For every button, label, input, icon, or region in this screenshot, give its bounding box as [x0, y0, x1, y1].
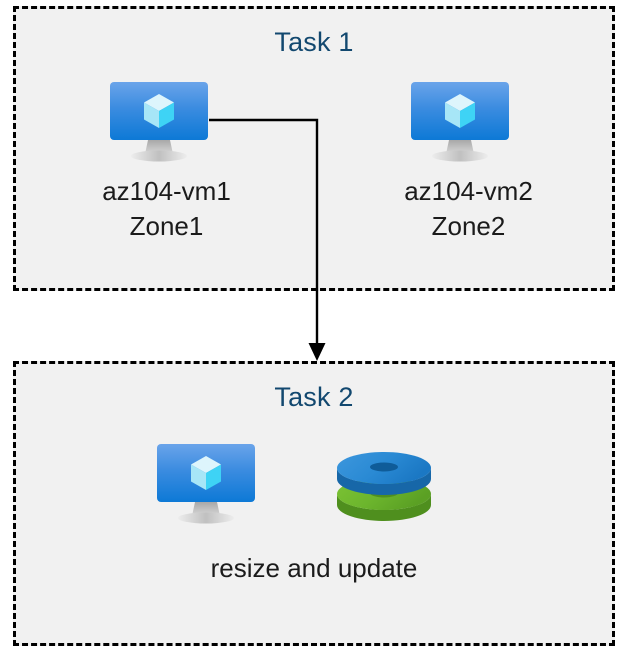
virtual-machine-icon	[108, 80, 210, 166]
virtual-machine-icon	[409, 80, 511, 166]
task-1-title: Task 1	[274, 27, 354, 57]
task-2-title: Task 2	[274, 382, 354, 412]
vm2-label: az104-vm2 Zone2	[404, 176, 533, 241]
managed-disks-icon	[332, 442, 440, 528]
connector-arrowhead	[308, 343, 326, 361]
vm1-label: az104-vm1 Zone1	[102, 176, 231, 241]
resize-and-update-caption: resize and update	[210, 553, 418, 583]
virtual-machine-icon	[155, 442, 257, 528]
task-2-container	[13, 361, 615, 646]
